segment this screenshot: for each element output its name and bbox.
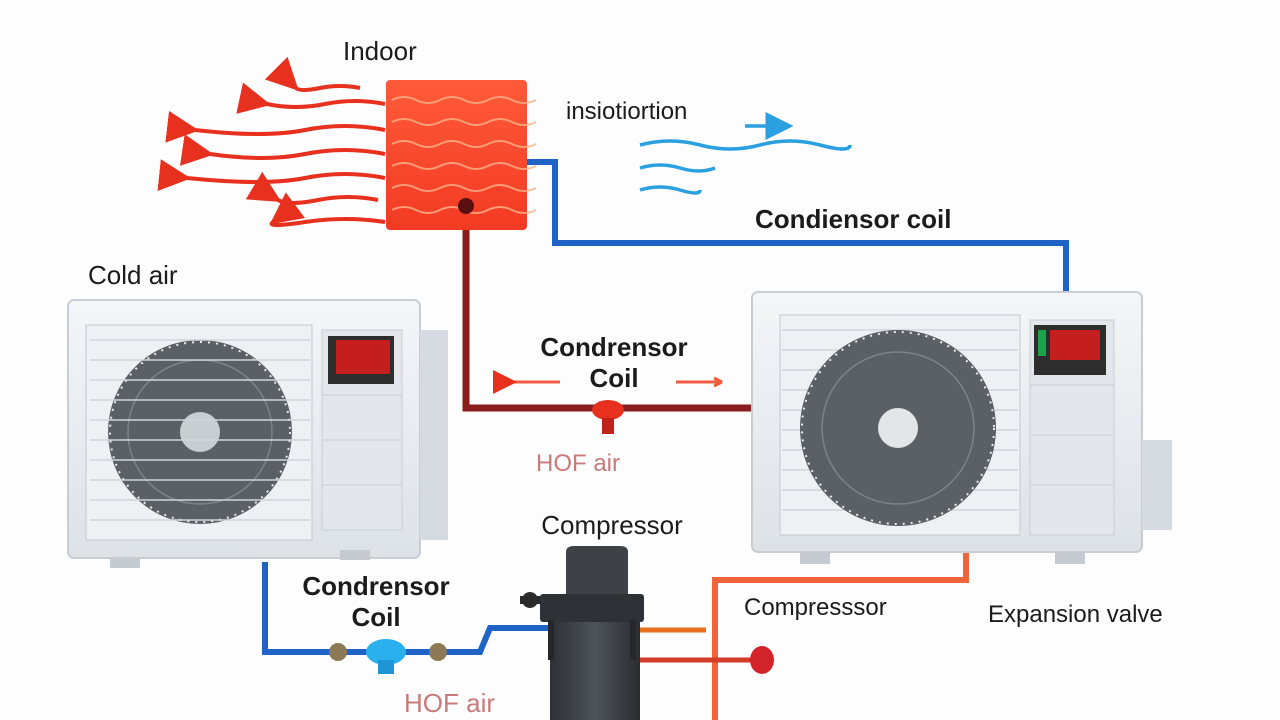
valve-icon xyxy=(329,639,447,674)
expansion-valve-label: Expansion valve xyxy=(988,601,1163,628)
blue-pipe-bottom xyxy=(262,562,550,655)
compressor-right-label: Compresssor xyxy=(744,594,887,621)
indoor-heat-exchanger xyxy=(386,80,537,230)
control-panel-icon xyxy=(1034,325,1106,375)
blue-pipe-top xyxy=(527,159,1069,292)
fan-icon xyxy=(108,340,292,524)
compressor-icon xyxy=(520,546,774,720)
cold-air-arrows xyxy=(639,112,852,195)
orange-pipe xyxy=(712,552,969,720)
compressor-top-label: Compressor xyxy=(541,510,683,540)
insulation-label: insiotiortion xyxy=(566,98,688,125)
cold-air-label: Cold air xyxy=(88,260,178,290)
condenser-coil-low-line2: Coil xyxy=(351,602,401,632)
left-grill-lines xyxy=(90,339,310,521)
right-outdoor-unit xyxy=(751,291,1172,564)
control-panel-icon xyxy=(328,336,394,384)
condenser-coil-mid-line1: Condrensor xyxy=(540,332,688,362)
hot-air-arrows xyxy=(157,56,386,227)
condenser-coil-top-label: Condiensor coil xyxy=(755,204,952,234)
mid-hot-arrows xyxy=(493,370,723,394)
condenser-coil-mid-line2: Coil xyxy=(589,363,639,393)
indoor-label: Indoor xyxy=(343,36,417,66)
left-outdoor-unit xyxy=(67,299,448,568)
valve-icon xyxy=(592,400,624,434)
refrigerant-pipes xyxy=(262,159,1069,720)
hot-air-mid-label: HOF air xyxy=(536,450,620,477)
hot-air-bottom-label: HOF air xyxy=(404,688,495,718)
fan-icon xyxy=(800,330,996,526)
condenser-coil-low-line1: Condrensor xyxy=(302,571,450,601)
dark-red-pipe xyxy=(462,206,752,412)
